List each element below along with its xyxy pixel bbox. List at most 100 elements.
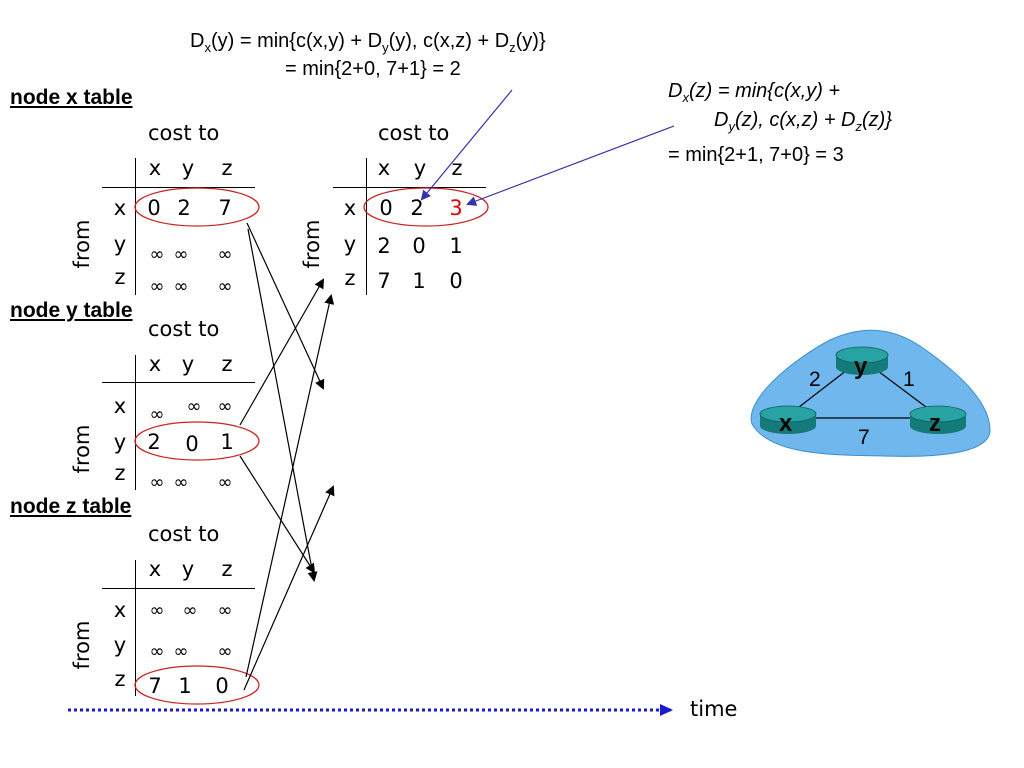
highlight-circle (134, 187, 260, 227)
col-header: y (413, 156, 427, 180)
formula-dx-z-line2: Dy(z), c(x,z) + Dz(z)} (714, 109, 892, 134)
formula-text: (y), c(x,z) + D (388, 30, 510, 52)
router-z-icon (909, 405, 967, 434)
table-cell: ∞ (182, 600, 198, 621)
highlight-circle (134, 665, 260, 705)
formula-sub: y (382, 40, 389, 55)
col-header: z (221, 557, 233, 581)
table-cell: ∞ (173, 276, 189, 297)
highlight-circle (363, 187, 489, 227)
table-cell: 0 (379, 196, 393, 220)
row-label: z (344, 266, 356, 290)
row-label: x (343, 196, 357, 220)
table-cell: ∞ (149, 244, 165, 265)
table-cell: 1 (178, 674, 192, 698)
col-header: x (148, 156, 162, 180)
node-label-x: x (779, 410, 793, 437)
col-header: y (181, 557, 195, 581)
formula-pointer-arrow (420, 89, 513, 201)
formula-text: (y)} (515, 30, 546, 52)
table-cell: 7 (377, 269, 391, 293)
formula-text: (z), c(x,z) + D (734, 109, 856, 131)
formula-sub: x (682, 90, 689, 105)
table-cell: ∞ (173, 472, 189, 493)
row-label: x (113, 394, 127, 418)
table-cell: 0 (215, 674, 229, 698)
row-label: y (113, 430, 127, 454)
table-cell: 7 (218, 196, 232, 220)
row-label: x (113, 598, 127, 622)
node-label-z: z (929, 410, 941, 437)
formula-text: c(x,y) + (773, 80, 841, 102)
table-cell: ∞ (217, 472, 233, 493)
node-z-table-title: node z table (10, 495, 132, 518)
node-x-table-title: node x table (10, 86, 133, 109)
formula-text: (y) = min{c(x,y) + D (210, 30, 383, 52)
table-hline (333, 187, 486, 188)
formula-dx-y-result: = min{2+0, 7+1} = 2 (285, 58, 461, 80)
formula-dx-z-line1: Dx(z) = min{c(x,y) + (668, 80, 840, 105)
table-cell: 2 (147, 430, 161, 454)
table-hline (102, 187, 255, 188)
table-cell: ∞ (217, 396, 233, 417)
row-label: z (114, 461, 126, 485)
table-hline (102, 588, 255, 589)
table-cell: 1 (449, 234, 463, 258)
timeline-label: time (690, 697, 738, 721)
table-vline (366, 158, 367, 295)
formula-text: (z)} (862, 109, 892, 131)
table-cell: ∞ (149, 600, 165, 621)
formula-text: (z) = min{ (688, 80, 774, 102)
update-arrow (243, 485, 335, 691)
col-header: z (221, 352, 233, 376)
col-header: z (221, 156, 233, 180)
cost-to-label: cost to (378, 121, 450, 145)
table-cell: 1 (412, 269, 426, 293)
formula-dx-y: Dx(y) = min{c(x,y) + Dy(y), c(x,z) + Dz(… (190, 30, 546, 55)
router-x-icon (759, 405, 817, 434)
edge-cost-xz: 7 (858, 426, 870, 449)
table-cell: ∞ (217, 641, 233, 662)
table-cell: 7 (148, 674, 162, 698)
update-arrow (246, 222, 325, 390)
table-cell: ∞ (186, 396, 202, 417)
node-label-y: y (854, 353, 868, 380)
table-cell: ∞ (149, 641, 165, 662)
router-y-icon (835, 346, 889, 375)
formula-dx-z-result: = min{2+1, 7+0} = 3 (668, 144, 844, 166)
update-arrow (245, 294, 335, 678)
table-vline (135, 355, 136, 490)
formula-sub: z (509, 40, 516, 55)
table-cell: 2 (377, 234, 391, 258)
table-cell: 0 (449, 269, 463, 293)
col-header: x (148, 352, 162, 376)
table-cell: 2 (177, 196, 191, 220)
table-cell: ∞ (217, 600, 233, 621)
table-cell: ∞ (217, 244, 233, 265)
update-arrow (239, 455, 316, 574)
table-hline (102, 382, 255, 383)
col-header: y (181, 352, 195, 376)
highlight-circle (134, 421, 260, 461)
formula-sub: x (204, 40, 211, 55)
cost-to-label: cost to (148, 522, 220, 546)
table-vline (135, 158, 136, 295)
table-cell: ∞ (173, 641, 189, 662)
row-label: z (114, 667, 126, 691)
formula-text: D (714, 109, 729, 131)
row-label: y (343, 232, 357, 256)
table-cell: ∞ (173, 244, 189, 265)
table-cell: 0 (412, 234, 426, 258)
table-cell: ∞ (149, 472, 165, 493)
formula-sub: y (728, 119, 735, 134)
table-cell: 0 (147, 196, 161, 220)
table-cell: 0 (185, 432, 199, 456)
table-cell: 2 (410, 196, 424, 220)
row-label: y (113, 232, 127, 256)
table-cell: 1 (220, 430, 234, 454)
table-cell: ∞ (149, 276, 165, 297)
table-cell: ∞ (149, 404, 165, 425)
row-label: z (114, 265, 126, 289)
formula-pointer-arrow (466, 125, 675, 206)
